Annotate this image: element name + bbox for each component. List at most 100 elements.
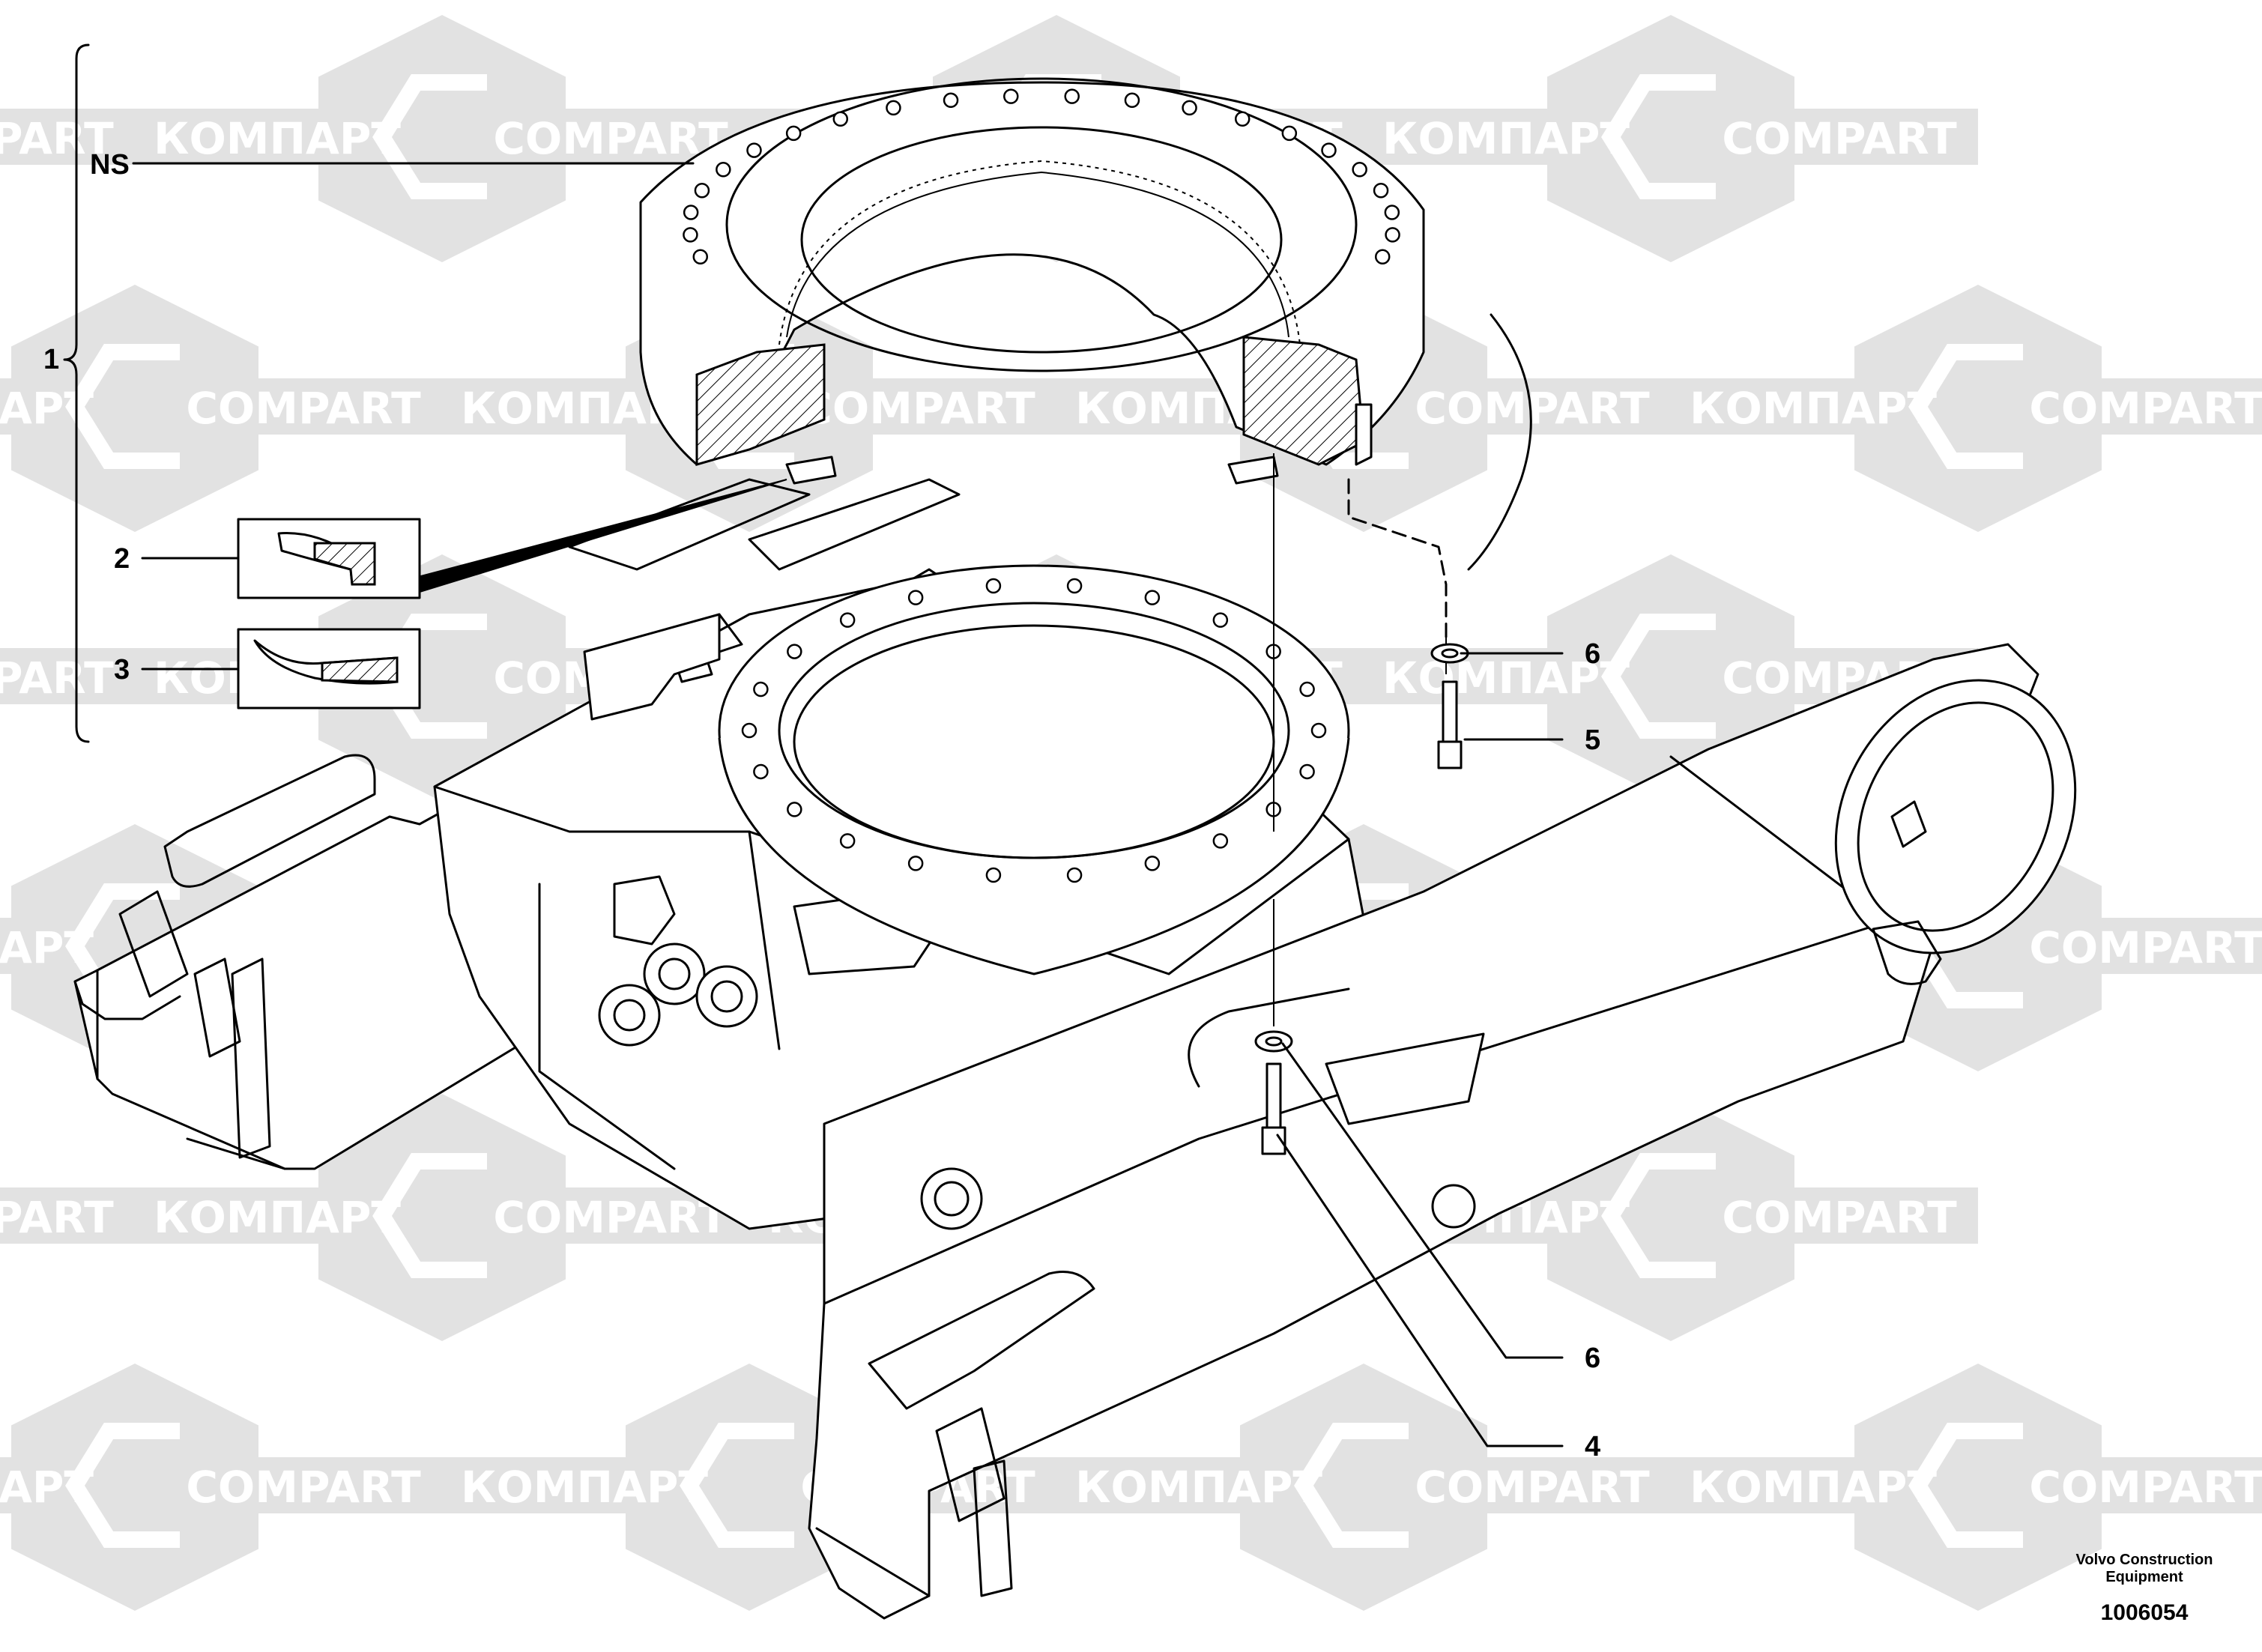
watermark-band [0, 1187, 135, 1244]
watermark-band [0, 109, 135, 165]
watermark-band [1671, 378, 2262, 435]
bolt-hole [1384, 205, 1400, 220]
bolt-hole [787, 644, 802, 659]
callout-2: 2 [114, 543, 130, 575]
callout-4: 4 [1585, 1431, 1600, 1462]
bolt-hole [839, 833, 856, 849]
watermark-text-left: КОМПАРТ [1075, 1462, 1322, 1513]
watermark-text-right: COMPART [186, 1462, 421, 1513]
watermark-text-right: COMPART [2029, 1462, 2262, 1513]
watermark-text-right: COMPART [1722, 1192, 1957, 1243]
bolt-hole [1212, 612, 1229, 628]
bolt-hole [1352, 162, 1367, 178]
watermark-logo-mark [372, 74, 487, 199]
detail-box-seal [237, 518, 421, 599]
watermark-band [135, 1187, 749, 1244]
watermark-text-right: COMPART [2029, 922, 2262, 973]
watermark-text-left: КОМПАРТ [1690, 1462, 1937, 1513]
bolt-hole [907, 856, 924, 871]
watermark-logo-mark [372, 1153, 487, 1278]
watermark-text-right: COMPART [0, 653, 114, 704]
watermark-text-right: COMPART [0, 1192, 114, 1243]
watermark-text-left: КОМПАРТ [0, 383, 94, 434]
bolt-hole [1373, 182, 1389, 199]
watermark-text-right: COMPART [0, 113, 114, 164]
watermark-band [135, 109, 749, 165]
bolt-hole [1064, 88, 1080, 104]
watermark-band [1364, 109, 1978, 165]
leader-lines [132, 162, 1564, 1447]
watermark-band [1056, 1457, 1671, 1513]
bolt-hole [741, 722, 757, 739]
bolt-hole [1321, 142, 1337, 158]
watermark-text-left: КОМПАРТ [1690, 383, 1937, 434]
watermark-band [0, 648, 135, 704]
watermark-text-left: КОМПАРТ [154, 1192, 401, 1243]
company-line-2: Equipment [2105, 1569, 2183, 1585]
bolt-hole [886, 100, 901, 116]
bolt-lower [1254, 453, 1293, 1155]
detail-box-wiper [237, 628, 421, 709]
bolt-upper [1430, 637, 1469, 769]
watermark-text-left: КОМПАРТ [0, 1462, 94, 1513]
callout-ns: NS [90, 149, 130, 181]
bolt-hole [1182, 100, 1197, 116]
watermark-text-right: COMPART [493, 113, 728, 164]
grease-hose [1347, 478, 1448, 638]
watermark-text-right: COMPART [1722, 113, 1957, 164]
callout-3: 3 [114, 654, 130, 686]
bolt-hole [694, 182, 710, 199]
upper-ring-holes [683, 88, 1400, 265]
lower-ring-holes [741, 578, 1327, 883]
assembly-bracket [63, 43, 90, 743]
watermark-logo-mark [1601, 74, 1716, 199]
bolt-hole [692, 249, 709, 265]
bolt-hole [1066, 867, 1083, 883]
bolt-hole [753, 681, 769, 698]
bolt-hole [943, 92, 959, 109]
watermark-text-left: КОМПАРТ [461, 1462, 708, 1513]
bolt-hole [1066, 578, 1083, 594]
bolt-hole [746, 142, 762, 158]
bolt-hole [683, 227, 698, 243]
callout-5: 5 [1585, 724, 1600, 756]
watermark-band [1671, 1457, 2262, 1513]
bolt-hole [832, 111, 849, 127]
watermark-logo-mark [65, 1423, 180, 1548]
bolt-hole [985, 867, 1002, 883]
watermark-logo-mark [65, 344, 180, 469]
grease-line [1467, 313, 1532, 571]
lower-slew-ring [718, 564, 1350, 975]
bolt-hole [907, 590, 924, 605]
drawing-number: 1006054 [2101, 1600, 2189, 1625]
watermark-logo-mark [1601, 614, 1716, 739]
callout-6-lower: 6 [1585, 1343, 1600, 1374]
callout-1: 1 [43, 344, 59, 375]
bolt-hole [787, 802, 802, 817]
bolt-hole [1281, 125, 1298, 142]
bolt-hole [985, 578, 1002, 594]
bolt-hole [1310, 722, 1327, 739]
bolt-hole [1299, 763, 1315, 780]
watermark-logo-mark [1294, 1423, 1409, 1548]
watermark-text-right: COMPART [1415, 383, 1650, 434]
bolt-hole [785, 125, 802, 142]
upper-slew-ring [639, 77, 1425, 485]
watermark-logo-mark [1601, 1153, 1716, 1278]
watermark-text-right: COMPART [2029, 383, 2262, 434]
bolt-hole [1144, 590, 1161, 605]
bolt-hole [1124, 92, 1140, 109]
bolt-hole [1385, 227, 1400, 243]
bolt-hole [1299, 681, 1315, 698]
callout-6-upper: 6 [1585, 638, 1600, 670]
watermark-text-left: КОМПАРТ [1382, 653, 1630, 704]
watermark-text-left: КОМПАРТ [1382, 113, 1630, 164]
bolt-hole [716, 162, 731, 178]
watermark-logo-mark [680, 1423, 794, 1548]
bolt-hole [839, 612, 856, 628]
bolt-hole [1234, 111, 1251, 127]
company-line-1: Volvo Construction [2076, 1552, 2213, 1568]
watermark-logo-mark [1908, 1423, 2023, 1548]
detail-2-pointer [417, 479, 787, 593]
